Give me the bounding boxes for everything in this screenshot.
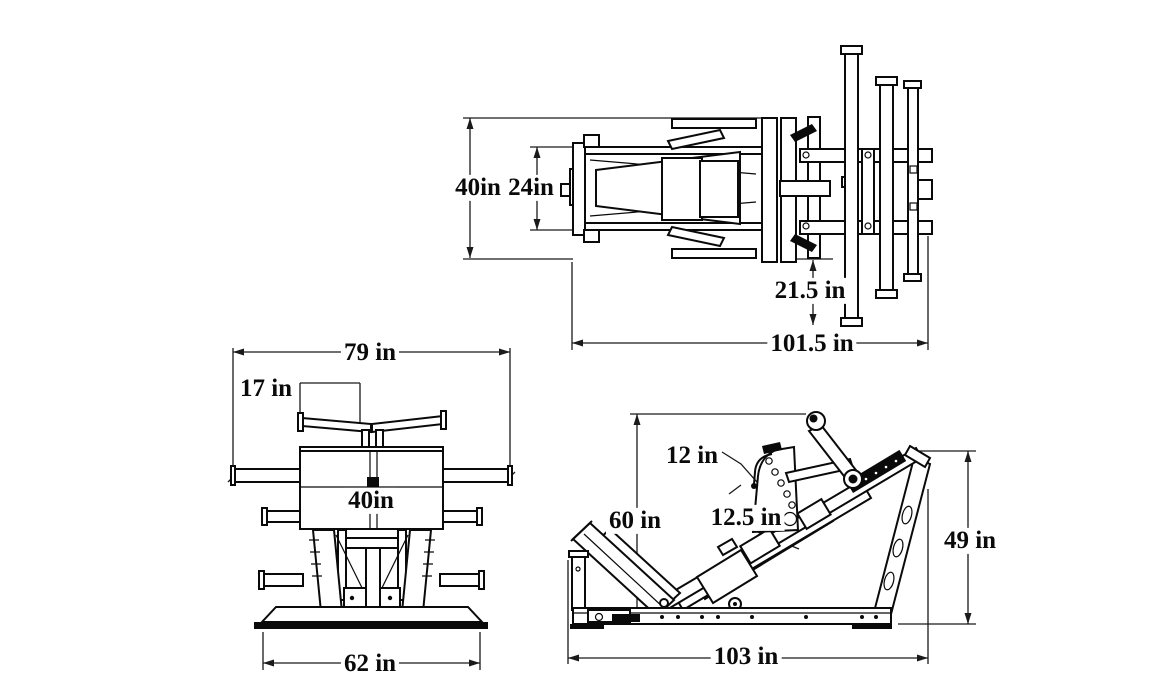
dim-label-side-frame-height: 49 in: [940, 527, 1000, 555]
dim-label-top-footplate-width: 40in: [452, 174, 504, 202]
base-rail: [572, 607, 892, 625]
top-view: [463, 45, 933, 350]
dim-label-front-overall-width: 79 in: [340, 339, 400, 367]
dim-label-front-base-width: 62 in: [340, 650, 400, 678]
dim-label-top-overall-length: 101.5 in: [767, 330, 857, 358]
base-platform: [259, 606, 485, 623]
dim-label-front-footplate-width: 40in: [345, 487, 397, 515]
side-view-machine: [568, 411, 932, 629]
dim-label-front-handle-offset: 17 in: [236, 375, 296, 403]
headrest-pad: [699, 160, 739, 218]
dim-label-side-overall-height: 60 in: [605, 507, 665, 535]
seat-carriage: [695, 548, 759, 605]
footplate-side: [571, 521, 676, 618]
footplate-edge: [761, 117, 778, 263]
weight-horn: [232, 468, 301, 483]
dim-label-side-seat-adjustment: 12.5 in: [707, 504, 785, 532]
dim-label-top-horn-length: 21.5 in: [771, 277, 849, 305]
side-view: [567, 411, 976, 664]
dim-label-top-seat-width: 24in: [505, 174, 557, 202]
dim-label-side-overall-length: 103 in: [710, 643, 782, 671]
front-view: [227, 348, 516, 670]
front-view-machine: [230, 410, 513, 629]
dim-label-side-backrest-adjustment: 12 in: [662, 442, 722, 470]
top-view-machine: [560, 45, 933, 327]
